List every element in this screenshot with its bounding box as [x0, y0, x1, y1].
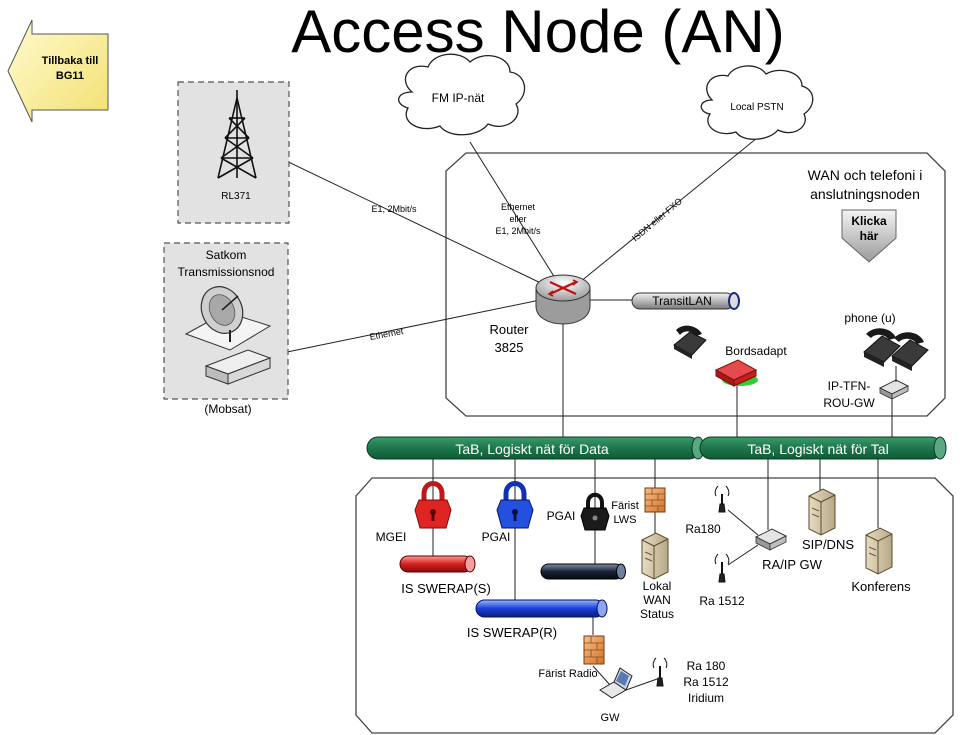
- link-isdn-label: ISDN eller FXO: [630, 196, 684, 244]
- konferens-label: Konferens: [851, 579, 911, 594]
- transit-lan-pipe: [631, 292, 740, 310]
- node-container: [445, 152, 946, 417]
- pgai-black-label: PGAI: [547, 509, 576, 523]
- firewall-lws-icon: [644, 487, 666, 513]
- ra180-antenna-icon: [714, 485, 730, 513]
- mobsat-caption: (Mobsat): [204, 402, 251, 416]
- sip-dns-label: SIP/DNS: [802, 537, 854, 552]
- sip-dns-server-icon: [808, 488, 836, 536]
- radio-antenna-icon: [652, 657, 668, 687]
- satellite-dish-icon: [184, 286, 272, 351]
- bus-data-label: TaB, Logiskt nät för Data: [455, 441, 609, 457]
- link-e1-label: E1, 2Mbit/s: [371, 204, 417, 214]
- pgai-black-lock-icon: [580, 492, 610, 531]
- node-title-line2: anslutningsnoden: [810, 186, 920, 202]
- bordsadapt-device: [714, 359, 758, 387]
- ip-tfn-label-2: ROU-GW: [823, 396, 875, 410]
- swerap-r-label: IS SWERAP(R): [467, 625, 557, 640]
- ip-tfn-switch-icon: [878, 366, 910, 400]
- radio-list-2: Ra 1512: [683, 675, 729, 689]
- bus-tal-label: TaB, Logiskt nät för Tal: [747, 441, 888, 457]
- router-label: Router: [489, 322, 529, 337]
- mgei-label: MGEI: [376, 530, 407, 544]
- telephone-icon: [673, 325, 707, 359]
- satkom-subtitle: Transmissionsnod: [178, 265, 275, 279]
- fm-ip-cloud: FM IP-nät: [398, 53, 526, 136]
- radio-list-1: Ra 180: [687, 659, 726, 673]
- swerap-r-pipe: [475, 599, 608, 618]
- satkom-title: Satkom: [206, 248, 247, 262]
- swerap-s-label: IS SWERAP(S): [401, 581, 491, 596]
- back-button[interactable]: Tillbaka till BG11: [7, 19, 109, 123]
- radio-list-3: Iridium: [688, 691, 724, 705]
- data-pipe-navy: [540, 563, 626, 580]
- ra1512-label: Ra 1512: [699, 594, 745, 608]
- lower-container: [355, 477, 954, 734]
- konferens-server-icon: [865, 527, 893, 575]
- page-title: Access Node (AN): [291, 0, 784, 65]
- transit-lan-label: TransitLAN: [652, 294, 712, 308]
- farist-lws-label-2: LWS: [613, 514, 636, 526]
- gw-label: GW: [601, 712, 621, 724]
- node-title-line1: WAN och telefoni i: [808, 167, 923, 183]
- lokal-wan-label: Lokal: [643, 579, 672, 593]
- fm-ip-cloud-label: FM IP-nät: [432, 91, 485, 105]
- pstn-cloud-label: Local PSTN: [730, 102, 783, 113]
- klicka-label: Klicka: [851, 214, 887, 228]
- phones-label: phone (u): [844, 311, 895, 325]
- pgai-blue-label: PGAI: [482, 530, 511, 544]
- farist-radio-label: Färist Radio: [538, 668, 597, 680]
- pgai-blue-lock-icon: [496, 481, 534, 529]
- back-button-target: BG11: [56, 70, 84, 82]
- klicka-har-button[interactable]: Klicka här: [841, 209, 897, 263]
- farist-lws-label: Färist: [611, 500, 639, 512]
- link-ethernet-label: Ethernet: [369, 326, 405, 342]
- modem-icon: [204, 349, 272, 385]
- link-eth-e1-3: E1, 2Mbit/s: [495, 226, 541, 236]
- back-button-label: Tillbaka till: [42, 55, 99, 67]
- ra1512-antenna-icon: [714, 553, 730, 583]
- ra-ip-gw-icon: [754, 528, 788, 551]
- lokal-wan-label-2: WAN: [643, 593, 671, 607]
- rl371-box: [177, 81, 290, 224]
- link-eth-e1-2: eller: [509, 214, 526, 224]
- bordsadapt-label: Bordsadapt: [725, 344, 787, 358]
- lokal-wan-server-icon: [641, 532, 669, 580]
- radio-tower-icon: [217, 90, 257, 179]
- ip-phones-icon: [863, 328, 929, 371]
- klicka-label-2: här: [860, 229, 879, 243]
- ra180-label: Ra180: [685, 522, 721, 536]
- laptop-gw-icon: [599, 667, 633, 699]
- mgei-lock-icon: [414, 481, 452, 529]
- ip-tfn-label: IP-TFN-: [828, 379, 871, 393]
- lokal-wan-label-3: Status: [640, 607, 674, 621]
- router-icon: [535, 274, 591, 325]
- link-eth-e1-1: Ethernet: [501, 202, 536, 212]
- swerap-s-pipe: [399, 555, 476, 573]
- rl371-label: RL371: [221, 191, 251, 202]
- pstn-cloud: Local PSTN: [700, 65, 814, 140]
- ra-ip-gw-label: RA/IP GW: [762, 557, 822, 572]
- bus-tal: [699, 436, 947, 460]
- firewall-radio-icon: [583, 635, 605, 665]
- router-model: 3825: [495, 340, 524, 355]
